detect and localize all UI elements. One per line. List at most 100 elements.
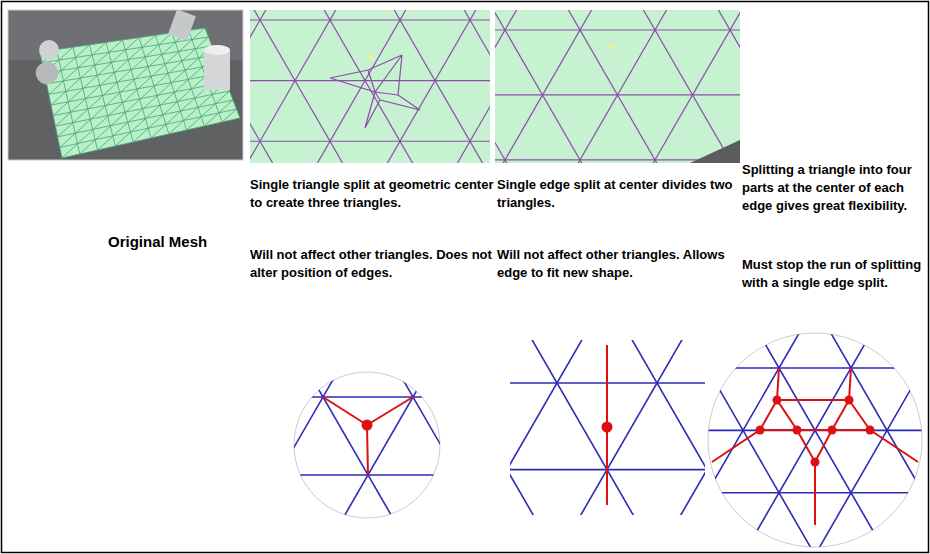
mesh-line bbox=[0, 51, 343, 554]
mesh-line bbox=[303, 51, 703, 554]
mesh-line bbox=[0, 51, 163, 554]
mesh-line bbox=[393, 51, 793, 554]
mesh-line bbox=[204, 100, 233, 126]
mesh-line bbox=[680, 10, 740, 163]
center-split bbox=[323, 397, 413, 476]
mesh-line bbox=[843, 51, 930, 554]
mesh-line bbox=[510, 340, 705, 515]
mesh-line bbox=[340, 10, 490, 163]
mesh-line bbox=[510, 340, 705, 515]
mesh-line bbox=[480, 10, 490, 163]
mesh-line bbox=[483, 51, 883, 554]
mesh-line bbox=[410, 10, 490, 163]
mesh-line bbox=[495, 10, 630, 163]
mesh-line bbox=[123, 51, 523, 554]
mesh-line bbox=[0, 396, 723, 398]
description: Single triangle split at geometric cente… bbox=[250, 176, 494, 212]
mesh-line bbox=[0, 162, 723, 164]
mesh-line bbox=[510, 340, 557, 515]
mesh-line bbox=[250, 19, 490, 20]
mesh-line bbox=[0, 318, 723, 320]
mesh-line bbox=[843, 51, 930, 554]
mesh-line bbox=[270, 10, 490, 163]
mesh-line bbox=[480, 10, 490, 163]
mesh-line bbox=[3, 22, 403, 554]
mesh-line bbox=[250, 141, 490, 142]
mesh-line bbox=[0, 84, 723, 86]
mesh-line bbox=[60, 30, 189, 147]
edge-split bbox=[603, 345, 612, 505]
mesh-line bbox=[579, 22, 930, 554]
mesh-scene bbox=[8, 10, 243, 160]
mesh-line bbox=[410, 10, 490, 163]
description: Will not affect other triangles. Does no… bbox=[250, 246, 494, 282]
mesh-line bbox=[510, 340, 557, 515]
panel-caption: Original Mesh bbox=[108, 233, 248, 251]
description: Splitting a triangle into four parts at … bbox=[742, 161, 926, 215]
mesh-line bbox=[250, 10, 490, 163]
mesh-line bbox=[573, 51, 930, 554]
detail-circle bbox=[708, 333, 922, 547]
mesh-line bbox=[250, 10, 490, 163]
mesh-line bbox=[147, 22, 547, 554]
mesh-line bbox=[75, 22, 475, 554]
mesh-line bbox=[495, 10, 705, 163]
mesh-line bbox=[651, 22, 930, 554]
mesh-line bbox=[573, 51, 930, 554]
mesh-line bbox=[393, 51, 793, 554]
mesh-line bbox=[495, 10, 555, 163]
mesh-line bbox=[530, 10, 740, 163]
mesh-line bbox=[495, 10, 630, 163]
mesh-line bbox=[363, 22, 763, 554]
mesh-line bbox=[187, 91, 230, 130]
mesh-line bbox=[557, 340, 705, 515]
mesh-line bbox=[495, 10, 555, 163]
edge-split-view bbox=[495, 10, 740, 163]
mesh-line bbox=[510, 340, 705, 515]
mesh-line bbox=[657, 340, 705, 515]
mesh-line bbox=[605, 10, 740, 163]
mesh-line bbox=[0, 474, 723, 476]
mesh-line bbox=[33, 51, 433, 554]
mesh-line bbox=[219, 22, 619, 554]
mesh-line bbox=[75, 22, 475, 554]
mesh-line bbox=[663, 51, 930, 554]
triangle-split-view bbox=[250, 10, 490, 163]
mesh-line bbox=[510, 340, 705, 515]
mesh-line bbox=[753, 51, 930, 554]
mesh-line bbox=[250, 10, 460, 163]
mesh-line bbox=[219, 22, 619, 554]
mesh-line bbox=[0, 51, 253, 554]
mesh-line bbox=[0, 51, 253, 554]
mesh-line bbox=[250, 10, 460, 163]
mesh-line bbox=[495, 29, 740, 30]
mesh-line bbox=[495, 10, 705, 163]
mesh-line bbox=[53, 38, 139, 116]
mesh-line bbox=[723, 22, 930, 554]
mesh-line bbox=[222, 109, 236, 122]
triangle-lattice bbox=[3, 22, 930, 554]
mesh-line bbox=[58, 33, 172, 137]
mesh-line bbox=[495, 10, 740, 163]
mesh-line bbox=[213, 51, 613, 554]
mesh-line bbox=[270, 10, 490, 163]
description: Single edge split at center divides two … bbox=[497, 176, 737, 212]
mesh-line bbox=[250, 10, 490, 163]
mesh-line bbox=[80, 37, 209, 154]
mesh-line bbox=[291, 22, 691, 554]
mesh-line bbox=[0, 51, 163, 554]
mesh-line bbox=[0, 51, 343, 554]
mesh-line bbox=[379, 118, 930, 120]
mesh-line bbox=[530, 10, 740, 163]
mesh-line bbox=[147, 22, 547, 554]
mesh-line bbox=[250, 80, 490, 81]
mesh-line bbox=[250, 10, 490, 163]
detail-circle bbox=[294, 372, 440, 518]
mesh-line bbox=[379, 492, 930, 494]
mesh-line bbox=[379, 367, 930, 369]
mesh-line bbox=[33, 51, 433, 554]
mesh-line bbox=[495, 10, 740, 163]
mesh-line bbox=[0, 552, 723, 554]
mesh-line bbox=[205, 28, 240, 118]
